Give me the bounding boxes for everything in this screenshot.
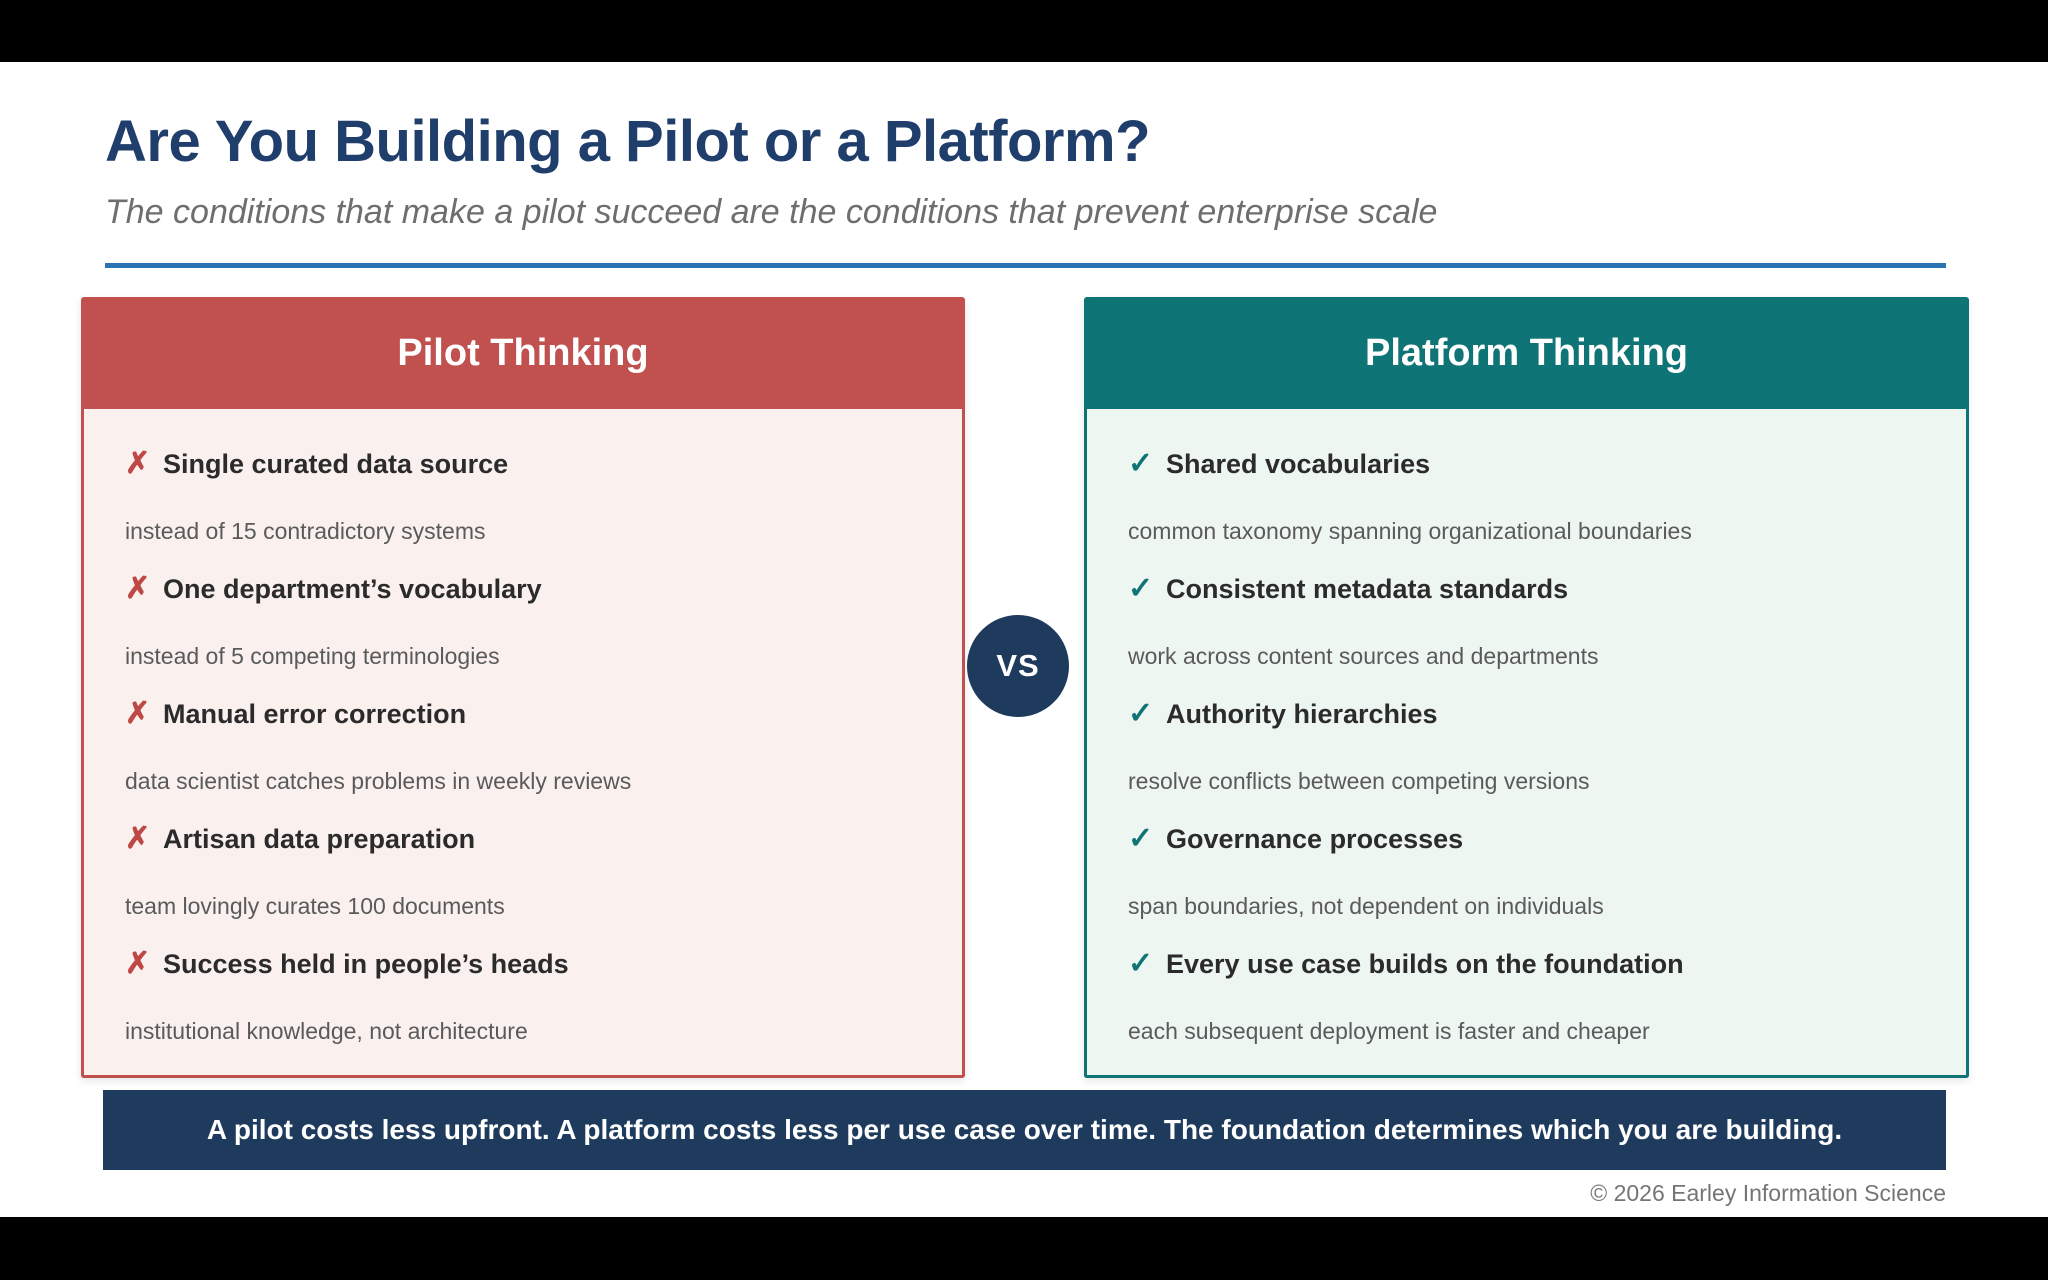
item-label-text: Every use case builds on the foundation — [1166, 949, 1684, 979]
cross-icon: ✗ — [125, 822, 151, 855]
page-title: Are You Building a Pilot or a Platform? — [105, 109, 1151, 174]
cross-icon: ✗ — [125, 447, 151, 480]
pilot-card-body: ✗ Single curated data source instead of … — [81, 409, 965, 1078]
check-icon: ✓ — [1128, 572, 1154, 605]
list-item: ✗ Success held in people’s heads — [125, 947, 922, 981]
item-sub-text: resolve conflicts between competing vers… — [1128, 768, 1590, 794]
platform-card-title: Platform Thinking — [1365, 331, 1688, 374]
list-item: ✓ Every use case builds on the foundatio… — [1128, 947, 1926, 981]
item-label-text: Governance processes — [1166, 824, 1464, 854]
item-sub-text: team lovingly curates 100 documents — [125, 893, 505, 919]
item-label-text: Success held in people’s heads — [163, 949, 569, 979]
bottom-banner-text: A pilot costs less upfront. A platform c… — [206, 1114, 1843, 1145]
item-sub-text: instead of 15 contradictory systems — [125, 518, 486, 544]
list-item: ✓ Governance processes — [1128, 822, 1926, 856]
platform-thinking-card: Platform Thinking ✓ Shared vocabularies … — [1084, 297, 1969, 1078]
vs-badge: VS — [967, 615, 1069, 717]
check-icon: ✓ — [1128, 947, 1154, 980]
item-sub-text: work across content sources and departme… — [1128, 643, 1599, 669]
check-icon: ✓ — [1128, 697, 1154, 730]
page-subtitle: The conditions that make a pilot succeed… — [105, 193, 1438, 231]
cross-icon: ✗ — [125, 572, 151, 605]
vs-label: VS — [996, 648, 1040, 683]
item-label-text: Consistent metadata standards — [1166, 574, 1569, 604]
cross-icon: ✗ — [125, 947, 151, 980]
item-sub-text: span boundaries, not dependent on indivi… — [1128, 893, 1604, 919]
slide-canvas: Are You Building a Pilot or a Platform? … — [0, 62, 2048, 1217]
bottom-banner: A pilot costs less upfront. A platform c… — [103, 1090, 1946, 1170]
list-item: ✗ One department’s vocabulary — [125, 572, 922, 606]
list-item: ✗ Single curated data source — [125, 447, 922, 481]
item-label-text: Artisan data preparation — [163, 824, 476, 854]
title-divider-rule — [105, 263, 1946, 268]
item-sub-text: instead of 5 competing terminologies — [125, 643, 500, 669]
pilot-card-title: Pilot Thinking — [397, 331, 649, 374]
pilot-card-header: Pilot Thinking — [81, 297, 965, 409]
list-item: ✓ Consistent metadata standards — [1128, 572, 1926, 606]
item-sub-text: each subsequent deployment is faster and… — [1128, 1018, 1650, 1044]
item-sub-text: data scientist catches problems in weekl… — [125, 768, 632, 794]
top-letterbox-bar — [0, 0, 2048, 62]
item-sub-text: institutional knowledge, not architectur… — [125, 1018, 528, 1044]
list-item: ✗ Artisan data preparation — [125, 822, 922, 856]
check-icon: ✓ — [1128, 822, 1154, 855]
list-item: ✗ Manual error correction — [125, 697, 922, 731]
platform-card-header: Platform Thinking — [1084, 297, 1969, 409]
list-item: ✓ Shared vocabularies — [1128, 447, 1926, 481]
copyright-text: © 2026 Earley Information Science — [1590, 1180, 1946, 1206]
check-icon: ✓ — [1128, 447, 1154, 480]
item-label-text: One department’s vocabulary — [163, 574, 542, 604]
cross-icon: ✗ — [125, 697, 151, 730]
item-label-text: Authority hierarchies — [1166, 699, 1438, 729]
item-label-text: Single curated data source — [163, 449, 509, 479]
item-sub-text: common taxonomy spanning organizational … — [1128, 518, 1692, 544]
pilot-thinking-card: Pilot Thinking ✗ Single curated data sou… — [81, 297, 965, 1078]
bottom-letterbox-bar — [0, 1217, 2048, 1280]
item-label-text: Shared vocabularies — [1166, 449, 1431, 479]
platform-card-body: ✓ Shared vocabularies common taxonomy sp… — [1084, 409, 1969, 1078]
item-label-text: Manual error correction — [163, 699, 467, 729]
list-item: ✓ Authority hierarchies — [1128, 697, 1926, 731]
